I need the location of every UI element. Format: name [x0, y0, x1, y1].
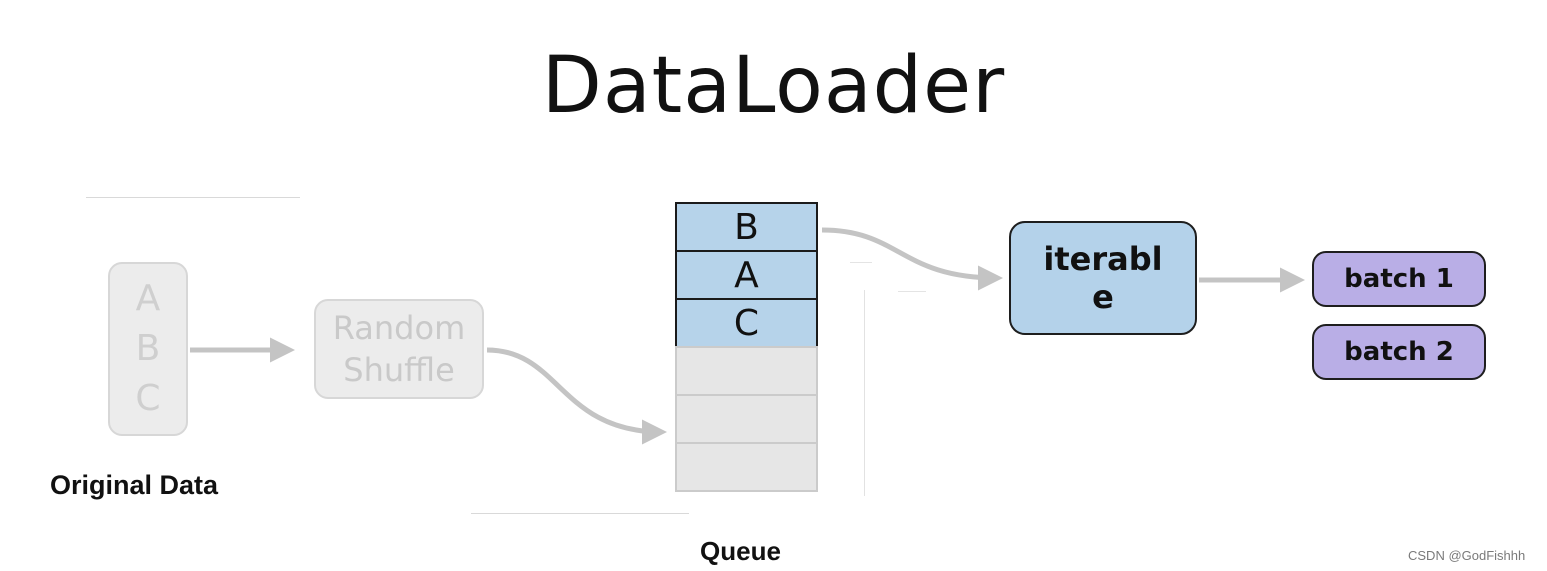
original-letter-b: B: [135, 328, 161, 369]
queue-cell-5: [675, 394, 818, 444]
arrow-shuffle-to-queue: [486, 347, 667, 445]
arrow-queue-to-iterable: [821, 227, 1003, 291]
iterable-box: iterable: [1009, 221, 1197, 335]
shuffle-line-2: Shuffle: [343, 351, 455, 389]
shuffle-line-1: Random: [332, 309, 466, 347]
queue-cell-3: C: [675, 298, 818, 348]
queue-stack: B A C: [675, 202, 818, 492]
faint-line-short-b: [898, 291, 926, 292]
diagram-title: DataLoader: [541, 41, 1006, 131]
faint-line-vertical: [864, 290, 865, 496]
iterable-label: iterable: [1043, 240, 1163, 316]
batch-2-box: batch 2: [1312, 324, 1486, 380]
queue-label: Queue: [700, 536, 781, 566]
original-data-label: Original Data: [50, 470, 219, 500]
faint-line-short-a: [850, 262, 872, 263]
faint-line-bottom: [471, 513, 689, 514]
queue-cell-4: [675, 346, 818, 396]
random-shuffle-box: Random Shuffle: [314, 299, 484, 399]
faint-line-top-left: [86, 197, 300, 198]
queue-cell-6: [675, 442, 818, 492]
queue-cell-1: B: [675, 202, 818, 252]
watermark: CSDN @GodFishhh: [1408, 548, 1526, 563]
original-letter-c: C: [135, 378, 161, 419]
original-data-box: A B C: [108, 262, 188, 436]
queue-cell-2: A: [675, 250, 818, 300]
original-letter-a: A: [135, 278, 161, 319]
batch-1-box: batch 1: [1312, 251, 1486, 307]
